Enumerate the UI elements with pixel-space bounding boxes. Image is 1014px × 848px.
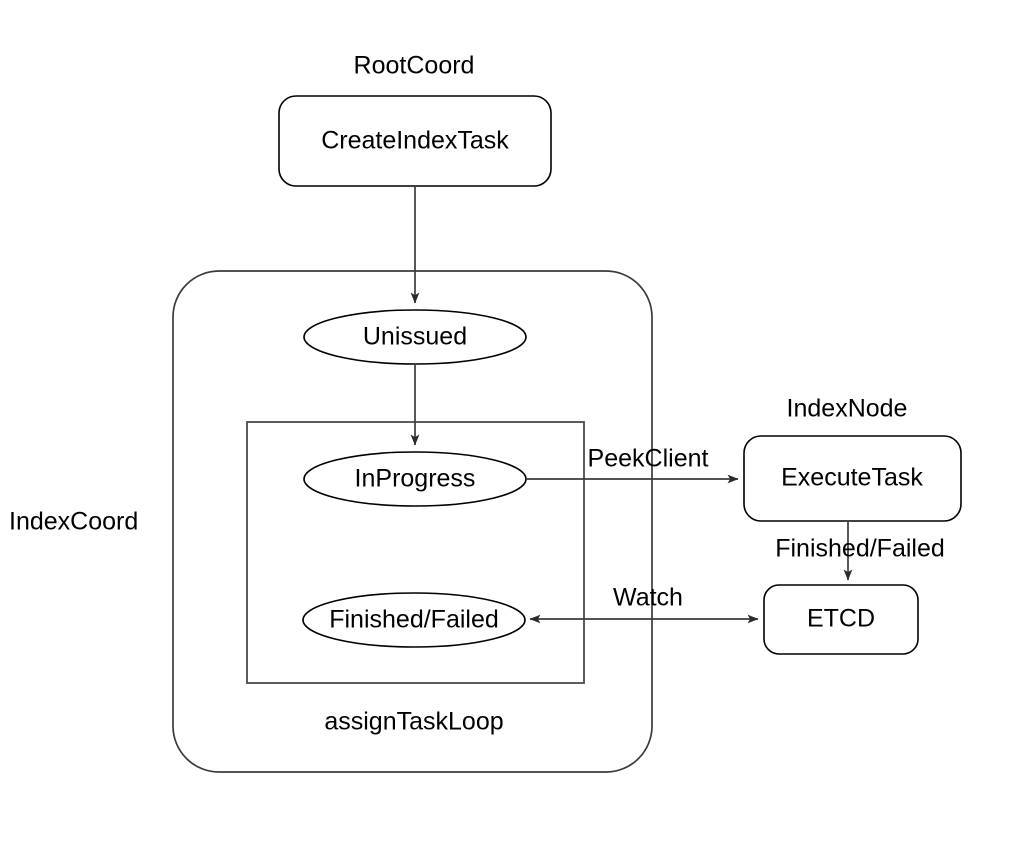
create-index-task-label: CreateIndexTask — [321, 127, 509, 155]
edge-label-watch: Watch — [613, 584, 683, 612]
edge-label-finished-failed-transition: Finished/Failed — [775, 535, 945, 563]
index-node-label: IndexNode — [787, 395, 908, 423]
finished-failed-state[interactable] — [302, 592, 526, 648]
inprogress-label: InProgress — [355, 465, 476, 493]
root-coord-label: RootCoord — [354, 52, 475, 80]
finished-failed-label: Finished/Failed — [329, 606, 499, 634]
etcd-box[interactable] — [763, 584, 919, 655]
execute-task-box[interactable] — [743, 435, 962, 522]
index-coord-label: IndexCoord — [9, 508, 138, 536]
etcd-label: ETCD — [807, 605, 875, 633]
unissued-label: Unissued — [363, 323, 467, 351]
edge-label-peek-client: PeekClient — [588, 445, 709, 473]
assign-task-loop-label: assignTaskLoop — [324, 708, 503, 736]
execute-task-label: ExecuteTask — [781, 464, 923, 492]
index-coord-container — [172, 270, 653, 773]
